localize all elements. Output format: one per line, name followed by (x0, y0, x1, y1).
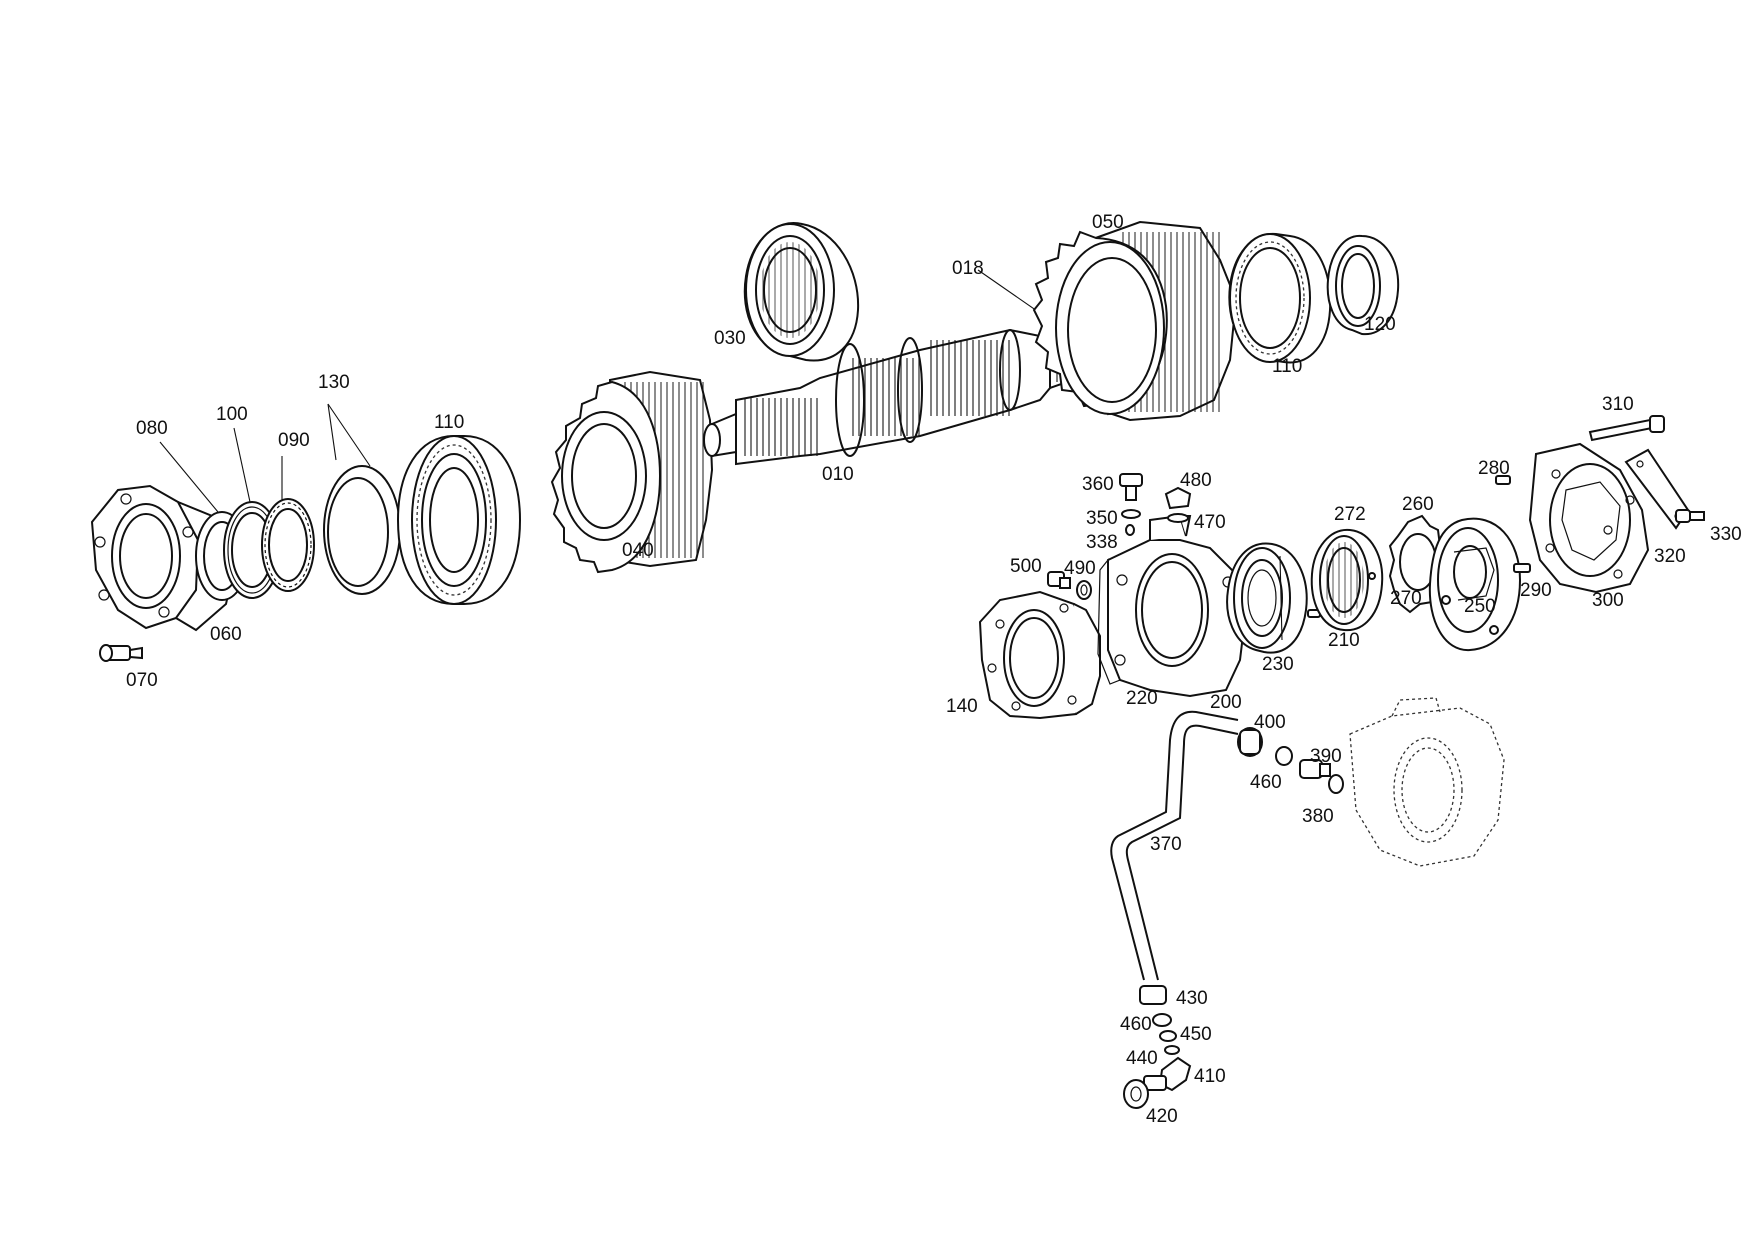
callout-110-right: 110 (1272, 356, 1302, 377)
callout-280: 280 (1478, 458, 1510, 479)
callout-080: 080 (136, 418, 168, 439)
callout-380: 380 (1302, 806, 1334, 827)
callout-330: 330 (1710, 524, 1742, 545)
part-350-o-ring (1121, 509, 1141, 519)
callout-230: 230 (1262, 654, 1294, 675)
callout-400: 400 (1254, 712, 1286, 733)
callout-050: 050 (1092, 212, 1124, 233)
callout-140: 140 (946, 696, 978, 717)
callout-018: 018 (952, 258, 984, 279)
part-310-long-bolt (1588, 415, 1665, 442)
part-290-screw (1513, 563, 1531, 573)
callout-270: 270 (1390, 588, 1422, 609)
part-140-cover-plate (978, 590, 1101, 720)
callout-360: 360 (1082, 474, 1114, 495)
part-460-seal-ring-lower (1152, 1013, 1172, 1027)
callout-460-lower: 460 (1120, 1014, 1152, 1035)
part-450-seal-ring (1159, 1030, 1177, 1042)
callout-350: 350 (1086, 508, 1118, 529)
callout-110-left: 110 (434, 412, 464, 433)
part-460-seal-ring-upper (1275, 746, 1293, 766)
callout-500: 500 (1010, 556, 1042, 577)
part-420-nut (1123, 1079, 1149, 1109)
part-130-ring-pair (323, 465, 401, 595)
leader-lines (159, 403, 1283, 641)
part-430-union-nut (1139, 985, 1167, 1005)
part-280-screw (1495, 475, 1511, 485)
part-050-large-gear (1032, 220, 1238, 422)
part-500-plug (1047, 571, 1071, 589)
part-360-screw (1119, 473, 1143, 501)
part-480-plug (1164, 486, 1192, 510)
part-270-pin (1368, 572, 1376, 580)
callout-250: 250 (1464, 596, 1496, 617)
part-230-shaft-seal (1226, 542, 1308, 654)
part-300-end-cover (1528, 442, 1650, 594)
callout-210: 210 (1328, 630, 1360, 651)
part-030-needle-bearing (743, 222, 860, 362)
callout-010: 010 (822, 464, 854, 485)
part-040-gear (550, 370, 714, 574)
part-370-oil-pipe (1110, 710, 1239, 981)
callout-450: 450 (1180, 1024, 1212, 1045)
callout-470: 470 (1194, 512, 1226, 533)
housing-reference-outline (1349, 697, 1505, 867)
callout-290: 290 (1520, 580, 1552, 601)
part-338-small-ring (1125, 524, 1135, 536)
callout-460-upper: 460 (1250, 772, 1282, 793)
part-330-screw (1675, 509, 1705, 523)
part-120-slotted-nut (1326, 234, 1400, 336)
part-110-roller-bearing-left (396, 435, 522, 605)
callout-420: 420 (1146, 1106, 1178, 1127)
part-490-seal-ring (1076, 580, 1092, 600)
part-440-seal-ring (1164, 1045, 1180, 1055)
callout-410: 410 (1194, 1066, 1226, 1087)
callout-430: 430 (1176, 988, 1208, 1009)
callout-320: 320 (1654, 546, 1686, 567)
callout-390: 390 (1310, 746, 1342, 767)
part-390-fitting (1299, 759, 1331, 779)
callout-040: 040 (622, 540, 654, 561)
part-200-pump-housing (1107, 514, 1248, 698)
part-410-elbow-fitting (1143, 1056, 1192, 1092)
part-250-pump-cover (1428, 517, 1522, 652)
callout-030: 030 (714, 328, 746, 349)
part-010-main-shaft (703, 328, 1089, 466)
part-070-bolt (99, 644, 143, 662)
part-380-seal-ring (1328, 774, 1344, 794)
callout-070: 070 (126, 670, 158, 691)
part-090-race-ring (261, 498, 315, 592)
part-400-union-nut (1237, 727, 1263, 757)
callout-260: 260 (1402, 494, 1434, 515)
callout-100: 100 (216, 404, 248, 425)
part-272-internal-gear-ring (1310, 528, 1384, 632)
callout-120: 120 (1364, 314, 1396, 335)
callout-480: 480 (1180, 470, 1212, 491)
callout-200: 200 (1210, 692, 1242, 713)
callout-labels: 010 018 030 040 050 060 070 080 090 100 … (126, 212, 1742, 1127)
callout-370: 370 (1150, 834, 1182, 855)
part-470-seal-ring (1167, 513, 1189, 523)
callout-220: 220 (1126, 688, 1158, 709)
callout-490: 490 (1064, 558, 1096, 579)
callout-130: 130 (318, 372, 350, 393)
callout-090: 090 (278, 430, 310, 451)
callout-060: 060 (210, 624, 242, 645)
callout-300: 300 (1592, 590, 1624, 611)
callout-272: 272 (1334, 504, 1366, 525)
callout-310: 310 (1602, 394, 1634, 415)
callout-338: 338 (1086, 532, 1118, 553)
part-110-roller-bearing-right (1228, 232, 1332, 364)
part-220-gasket (1097, 558, 1121, 685)
callout-440: 440 (1126, 1048, 1158, 1069)
